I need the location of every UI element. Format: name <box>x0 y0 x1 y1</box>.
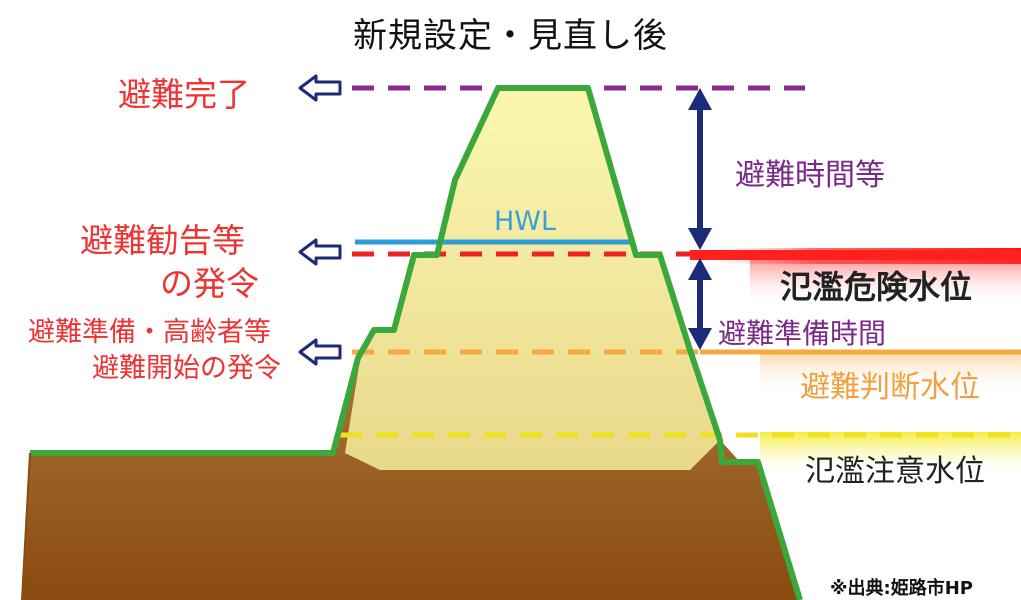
label-prep-line1: 避難準備・高齢者等 <box>28 317 271 348</box>
left-arrow-icon <box>298 238 342 266</box>
label-prep-time: 避難準備時間 <box>718 317 887 350</box>
label-prep-line2: 避難開始の発令 <box>92 353 281 384</box>
label-flood-caution: 氾濫注意水位 <box>805 454 985 489</box>
source-credit: ※出典:姫路市HP <box>830 578 973 599</box>
evac-time-arrow-icon <box>688 88 712 250</box>
left-arrow-icon <box>298 338 342 366</box>
soil-left-edge <box>21 452 31 600</box>
label-evac-time: 避難時間等 <box>735 158 885 193</box>
label-evac-advisory-line1: 避難勧告等 <box>80 221 245 260</box>
left-arrow-icon <box>298 74 342 102</box>
label-evac-judgement: 避難判断水位 <box>800 370 980 405</box>
diagram-title: 新規設定・見直し後 <box>353 16 668 56</box>
label-evac-complete: 避難完了 <box>118 75 250 114</box>
levee-outline <box>30 85 803 600</box>
label-flood-danger: 氾濫危険水位 <box>780 268 973 306</box>
flood-danger-band-fade <box>750 260 1021 304</box>
label-evac-advisory-line2: の発令 <box>160 264 259 303</box>
evac-judgement-band <box>760 352 1021 394</box>
prep-time-arrow-icon <box>688 258 712 350</box>
levee-body <box>345 90 718 470</box>
label-hwl: HWL <box>494 206 557 237</box>
flood-caution-band <box>760 432 1021 476</box>
